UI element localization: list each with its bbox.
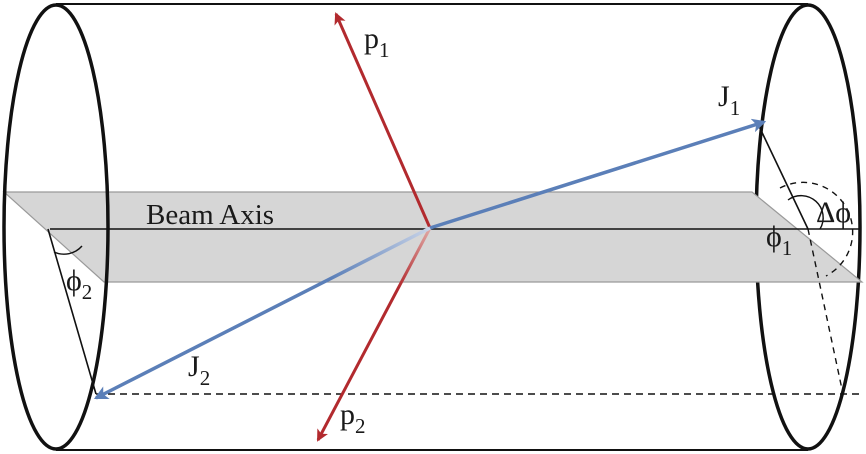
j2-arrow (93, 226, 431, 400)
phi1-arc (787, 194, 824, 230)
j2-label-sub: 2 (200, 366, 211, 390)
j1-label: J1 (718, 80, 740, 120)
phi2-arc (53, 245, 83, 255)
p2-label: p2 (340, 398, 366, 438)
phi2-label: ϕ2 (66, 264, 92, 304)
p1-label: p1 (364, 22, 390, 62)
j2-label-main: J (188, 350, 200, 383)
p2-label-sub: 2 (355, 414, 366, 438)
phi2-label-sub: 2 (82, 280, 93, 304)
p1-label-main: p (364, 22, 379, 55)
phi2-label-main: ϕ (66, 264, 82, 297)
phi2-radius-line (47, 228, 97, 395)
phi1-label: ϕ1 (766, 220, 792, 260)
delta-phi-arc (779, 181, 854, 277)
beam-plane (2, 191, 864, 283)
j1-label-main: J (718, 80, 730, 113)
j2-label: J2 (188, 350, 210, 390)
cylinder-left-end (2, 3, 110, 451)
j1-arrow (429, 118, 767, 230)
beam-axis-label: Beam Axis (146, 199, 274, 231)
j1-label-sub: 1 (730, 96, 741, 120)
p2-label-main: p (340, 398, 355, 431)
p1-arrow (334, 12, 432, 229)
phi1-radius-line (757, 123, 809, 230)
phi1-label-main: ϕ (766, 220, 782, 253)
phi1-label-sub: 1 (782, 236, 793, 260)
p1-label-sub: 1 (379, 38, 390, 62)
p2-arrow (316, 227, 432, 442)
delta-phi-label: Δϕ (816, 196, 851, 229)
